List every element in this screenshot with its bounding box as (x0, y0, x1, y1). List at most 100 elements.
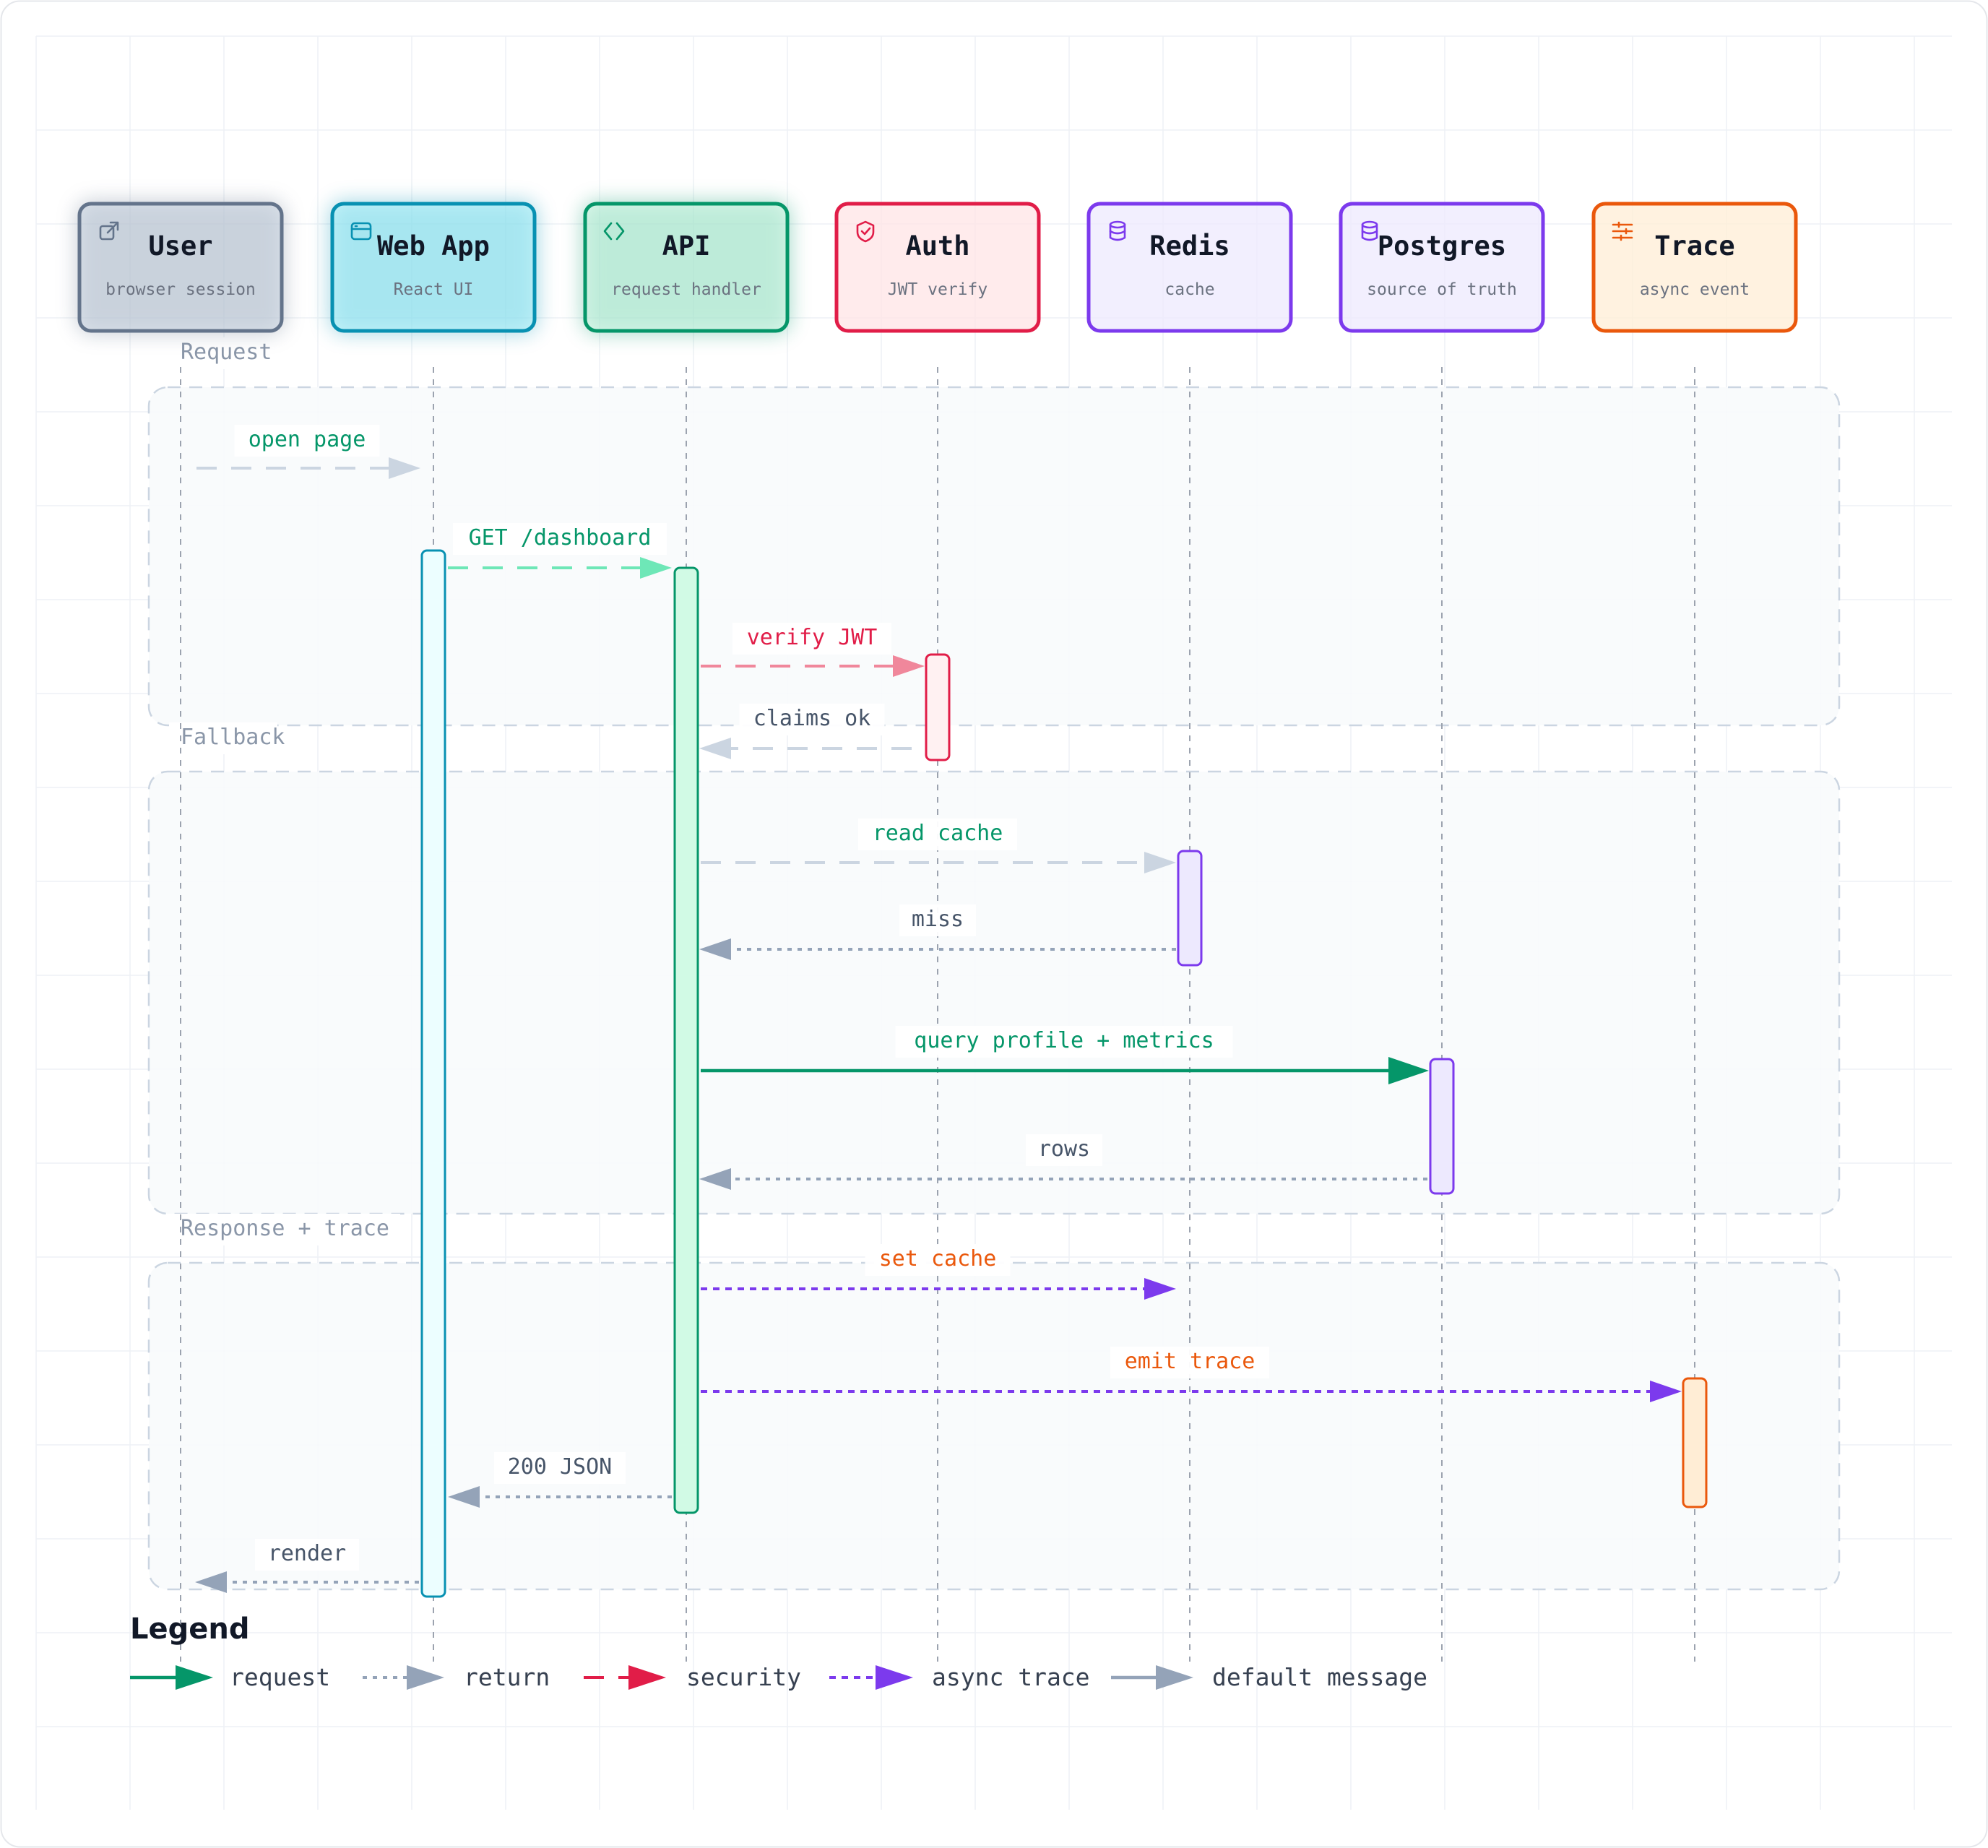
message-label: emit trace (1125, 1349, 1256, 1374)
group-frame-1: Request (147, 337, 1841, 727)
activation-bar-redis (1177, 850, 1203, 967)
message-label-backdrop (494, 1452, 626, 1484)
list-settings-icon (1612, 221, 1633, 241)
actor-title: API (662, 230, 711, 262)
message-label: GET /dashboard (469, 525, 652, 550)
actor-trace[interactable]: Trace async event (1591, 202, 1798, 333)
legend-label: security (686, 1663, 801, 1691)
actor-box (1086, 202, 1293, 333)
message-label-backdrop (453, 523, 667, 555)
message-label: set cache (879, 1246, 997, 1271)
legend-label: async trace (932, 1663, 1090, 1691)
actor-box (1339, 202, 1545, 333)
external-link-icon (99, 221, 119, 241)
actor-title: Redis (1149, 230, 1229, 262)
actor-postgres[interactable]: Postgres source of truth (1339, 202, 1545, 333)
actor-title: Trace (1654, 230, 1734, 262)
actor-subtitle: source of truth (1367, 280, 1517, 299)
group-label-backdrop (169, 337, 270, 369)
message-label: render (268, 1541, 346, 1566)
legend-item-request: request (130, 1663, 330, 1691)
message-label: rows (1038, 1136, 1090, 1162)
message-arrowhead (640, 557, 672, 579)
actor-title: Web App (377, 230, 490, 262)
message-label: miss (912, 907, 964, 932)
shield-check-icon (856, 220, 875, 243)
actor-box (834, 202, 1041, 333)
message-label: query profile + metrics (914, 1028, 1214, 1053)
activation-bar-trace (1682, 1377, 1708, 1508)
legend-item-default-message: default message (1111, 1663, 1427, 1691)
message-arrowhead (699, 1168, 731, 1190)
actor-box (1591, 202, 1798, 333)
message-arrowhead (1144, 852, 1176, 873)
message-arrowhead (893, 655, 925, 677)
actor-title: Postgres (1378, 230, 1506, 262)
message-arrowhead (407, 1665, 444, 1690)
message-arrowhead (389, 457, 420, 479)
message-arrowhead (876, 1665, 913, 1690)
activation-bar-web (420, 549, 446, 1598)
actor-subtitle: JWT verify (888, 280, 987, 299)
group-frame-2: Fallback (147, 722, 1841, 1215)
message-arrowhead (1388, 1057, 1429, 1084)
message-arrowhead (699, 938, 731, 960)
message-label-backdrop (1110, 1347, 1269, 1378)
message-label-backdrop (899, 904, 976, 936)
group-label: Request (181, 340, 272, 365)
message-5: read cache (701, 819, 1176, 873)
message-label: open page (248, 427, 366, 452)
group-label-backdrop (169, 1214, 400, 1245)
actor-subtitle: browser session (105, 280, 256, 299)
legend-label: return (464, 1663, 550, 1691)
group-frame-3: Response + trace (147, 1214, 1841, 1591)
message-label-backdrop (732, 623, 891, 655)
message-7: query profile + metrics (701, 1026, 1429, 1084)
message-label-backdrop (255, 1539, 359, 1571)
legend-label: default message (1212, 1663, 1427, 1691)
message-arrowhead (628, 1665, 666, 1690)
message-label: verify JWT (747, 625, 878, 650)
database-icon (1109, 220, 1126, 241)
message-2: GET /dashboard (448, 523, 672, 579)
group-label-backdrop (169, 722, 277, 754)
code-brackets-icon (603, 222, 625, 241)
message-4: claims ok (699, 704, 912, 759)
activation-bar-auth (925, 653, 951, 761)
activation-bar-postgres (1429, 1058, 1455, 1195)
message-12: render (195, 1539, 419, 1593)
group-label: Fallback (181, 725, 285, 750)
message-label-backdrop (865, 1244, 1011, 1276)
message-label-backdrop (234, 425, 380, 457)
actor-subtitle: React UI (394, 280, 474, 299)
actor-api[interactable]: API request handler (582, 201, 790, 334)
message-arrowhead (1144, 1278, 1176, 1300)
message-arrowhead (1650, 1381, 1682, 1402)
browser-window-icon (350, 222, 372, 241)
message-11: 200 JSON (448, 1452, 672, 1508)
actor-subtitle: cache (1164, 280, 1214, 299)
message-label-backdrop (858, 819, 1017, 850)
group-label: Response + trace (181, 1216, 389, 1241)
message-6: miss (699, 904, 1176, 960)
actor-title: Auth (905, 230, 969, 262)
legend-item-return: return (363, 1663, 550, 1691)
message-arrowhead (1156, 1665, 1193, 1690)
group-box (147, 770, 1841, 1215)
message-arrowhead (176, 1665, 213, 1690)
message-label: claims ok (753, 706, 871, 731)
group-box (147, 386, 1841, 727)
actor-subtitle: request handler (611, 280, 761, 299)
actor-box (330, 202, 537, 333)
actor-redis[interactable]: Redis cache (1086, 202, 1293, 333)
message-arrowhead (195, 1571, 227, 1593)
message-10: emit trace (701, 1347, 1682, 1402)
message-label-backdrop (895, 1026, 1233, 1058)
message-1: open page (196, 425, 420, 479)
legend-item-security: security (584, 1663, 801, 1691)
actor-subtitle: async event (1640, 280, 1750, 299)
